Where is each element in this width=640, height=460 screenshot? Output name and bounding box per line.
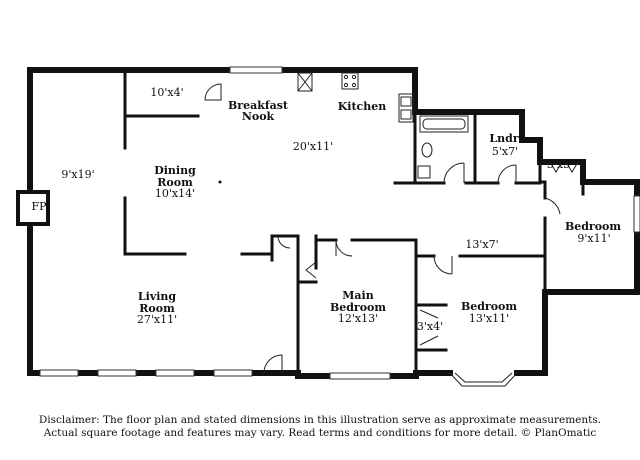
main-bedroom-name-1: Main (342, 289, 373, 302)
ceiling-mark (218, 180, 222, 184)
living-dims: 27'x11' (137, 313, 177, 326)
dining-name-2: Room (157, 176, 193, 189)
dining-dims: 10'x14' (155, 187, 195, 200)
closet-bed-dims: 3'x4' (417, 320, 443, 333)
closet-top-dims: 10'x4' (150, 86, 183, 99)
living-name-2: Room (139, 302, 175, 315)
main-bedroom-dims: 12'x13' (338, 312, 378, 325)
breakfast-name-1: Breakfast (228, 99, 289, 112)
living-name-1: Living (138, 290, 176, 303)
hall-dims: 13'x7' (465, 238, 498, 251)
laundry-name: Lndr (489, 132, 518, 145)
main-bedroom-name-2: Bedroom (330, 301, 386, 314)
room-labels: 10'x4' Breakfast Nook Kitchen 20'x11' Ln… (61, 86, 621, 333)
kitchen-name: Kitchen (338, 100, 387, 113)
kitchen-dims: 20'x11' (293, 140, 333, 153)
bedroom-name: Bedroom (461, 300, 517, 313)
closet-small-dims: 3'x3' (547, 158, 573, 171)
doors (204, 83, 579, 374)
disclaimer: Disclaimer: The floor plan and stated di… (0, 414, 640, 440)
bedroom-right-name: Bedroom (565, 220, 621, 233)
disclaimer-line-2: Actual square footage and features may v… (43, 427, 597, 439)
disclaimer-line-1: Disclaimer: The floor plan and stated di… (38, 414, 602, 426)
interior-walls (123, 68, 585, 378)
fireplace-label: FP (31, 200, 47, 213)
fireplace: FP (16, 190, 50, 226)
living-left-dims: 9'x19' (61, 168, 94, 181)
windows (39, 66, 640, 387)
dining-name-1: Dining (154, 164, 196, 177)
laundry-dims: 5'x7' (492, 145, 518, 158)
kitchen-fixtures (297, 72, 469, 179)
bedroom-dims: 13'x11' (469, 312, 509, 325)
bedroom-right-dims: 9'x11' (577, 232, 610, 245)
breakfast-name-2: Nook (242, 110, 275, 123)
